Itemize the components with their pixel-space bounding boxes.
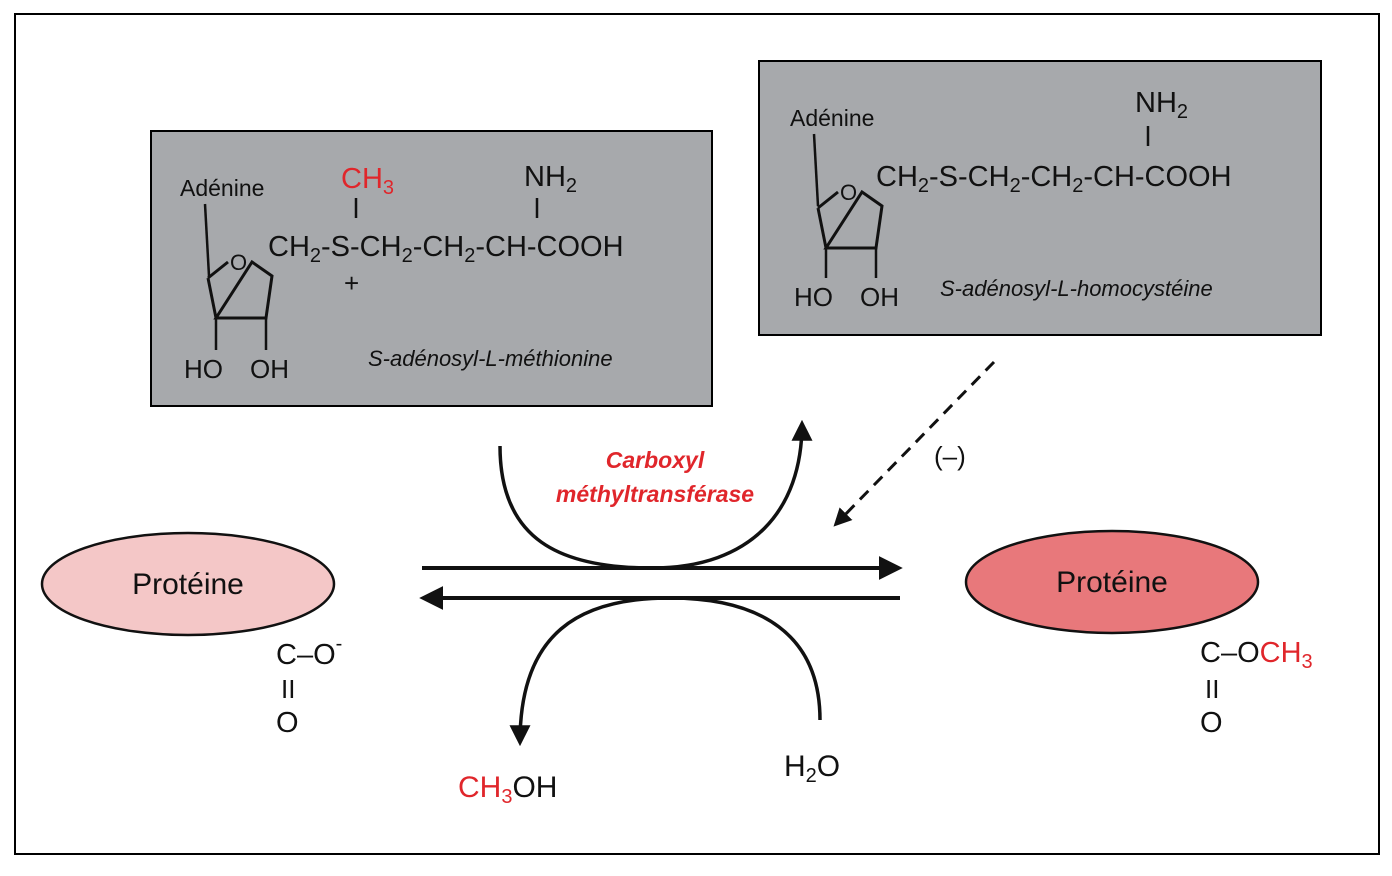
sam-ring-oxygen: O <box>230 250 247 275</box>
sah-ring-oxygen: O <box>840 180 857 205</box>
sah-ho-label: HO <box>794 282 833 312</box>
ester-double-bond: II <box>1205 674 1219 704</box>
inhibition-label: (–) <box>934 441 966 471</box>
methyl-transfer-curve <box>498 419 813 570</box>
sah-oh-label: OH <box>860 282 899 312</box>
protein-left-ellipse <box>40 531 336 637</box>
sam-structure-box <box>150 130 713 407</box>
enzyme-name-line2: méthyltransférase <box>556 481 754 507</box>
carboxylate-group: C–O- <box>276 633 342 671</box>
carboxylate-double-bond: II <box>281 674 295 704</box>
enzyme-name-line1: Carboxyl <box>606 447 705 473</box>
sam-name: S-adénosyl-L-méthionine <box>368 346 613 371</box>
protein-right-ellipse <box>964 529 1260 635</box>
protein-right-label: Protéine <box>1056 566 1168 599</box>
sah-chain: CH2-S-CH2-CH2-CH-COOH <box>876 161 1232 197</box>
methanol-label: CH3OH <box>458 771 557 808</box>
protein-left-label: Protéine <box>132 568 244 601</box>
ester-oxygen: O <box>1200 707 1223 739</box>
sah-structure: Adénine O HO OH NH2 CH2-S-CH2-CH2-CH-COO… <box>790 87 1232 312</box>
sam-adenine-bond <box>203 203 211 277</box>
sah-adenine-label: Adénine <box>790 105 874 131</box>
sam-structure: Adénine O HO OH CH3 NH2 CH2-S-CH2-CH2-CH… <box>180 161 624 384</box>
carboxylate-oxygen: O <box>276 707 299 739</box>
sam-adenine-label: Adénine <box>180 175 264 201</box>
sam-sulfonium-charge: + <box>344 268 359 298</box>
sam-oh-label: OH <box>250 354 289 384</box>
sam-chain: CH2-S-CH2-CH2-CH-COOH <box>268 231 624 267</box>
inhibition-arrow <box>833 360 996 527</box>
hydrolysis-curve <box>509 596 822 747</box>
sah-adenine-bond <box>812 133 820 207</box>
water-label: H2O <box>784 750 840 787</box>
sam-methyl-group: CH3 <box>341 163 394 199</box>
sah-structure-box <box>758 60 1322 336</box>
sam-amine-group: NH2 <box>524 161 577 197</box>
sam-ho-label: HO <box>184 354 223 384</box>
sah-name: S-adénosyl-L-homocystéine <box>940 276 1213 301</box>
sah-amine-group: NH2 <box>1135 87 1188 123</box>
methyl-ester-group: C–OCH3 <box>1200 637 1313 673</box>
